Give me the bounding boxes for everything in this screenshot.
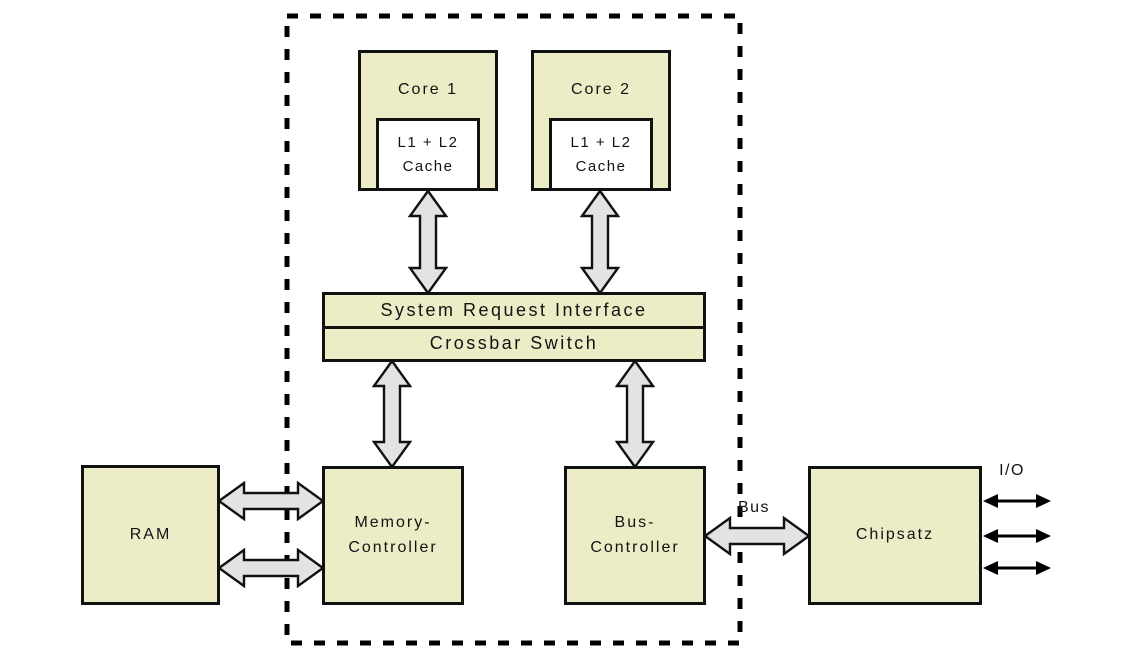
- system-request-interface-bar: System Request Interface: [325, 295, 703, 329]
- crossbar-switch-bar: Crossbar Switch: [325, 329, 703, 360]
- core1-cache-line2: Cache: [402, 157, 454, 175]
- core1-cache-box: L1 + L2 Cache: [376, 118, 480, 191]
- double-arrow-crossbar-memory-controller-icon: [372, 360, 412, 468]
- core2-cache-box: L1 + L2 Cache: [549, 118, 653, 191]
- memory-controller-line1: Memory-: [354, 513, 432, 531]
- bus-controller-line1: Bus-: [614, 513, 656, 531]
- bus-controller-box: Bus- Controller: [564, 466, 706, 605]
- io-arrow-1-icon: [983, 494, 1051, 508]
- crossbar-switch-label: Crossbar Switch: [429, 333, 599, 354]
- io-label: I/O: [999, 462, 1025, 479]
- chipsatz-label: Chipsatz: [855, 526, 935, 544]
- bus-controller-line2: Controller: [590, 538, 680, 556]
- core2-cache-line2: Cache: [575, 157, 627, 175]
- io-arrow-2-icon: [983, 529, 1051, 543]
- double-arrow-ram-memory-upper-icon: [218, 481, 324, 521]
- double-arrow-core2-sri-icon: [580, 190, 620, 294]
- interface-bars: System Request Interface Crossbar Switch: [322, 292, 706, 362]
- core2-label: Core 2: [570, 81, 632, 98]
- double-arrow-core1-sri-icon: [408, 190, 448, 294]
- core1-label: Core 1: [397, 81, 459, 98]
- core1-cache-line1: L1 + L2: [397, 133, 459, 151]
- double-arrow-bus-chipsatz-icon: [704, 516, 810, 556]
- double-arrow-ram-memory-lower-icon: [218, 548, 324, 588]
- system-request-interface-label: System Request Interface: [380, 299, 648, 320]
- double-arrow-crossbar-bus-controller-icon: [615, 360, 655, 468]
- bus-label: Bus: [737, 499, 771, 516]
- ram-label: RAM: [129, 525, 172, 543]
- io-arrow-3-icon: [983, 561, 1051, 575]
- memory-controller-box: Memory- Controller: [322, 466, 464, 605]
- memory-controller-line2: Controller: [348, 538, 438, 556]
- core2-cache-line1: L1 + L2: [570, 133, 632, 151]
- chipsatz-box: Chipsatz: [808, 466, 982, 605]
- ram-box: RAM: [81, 465, 220, 605]
